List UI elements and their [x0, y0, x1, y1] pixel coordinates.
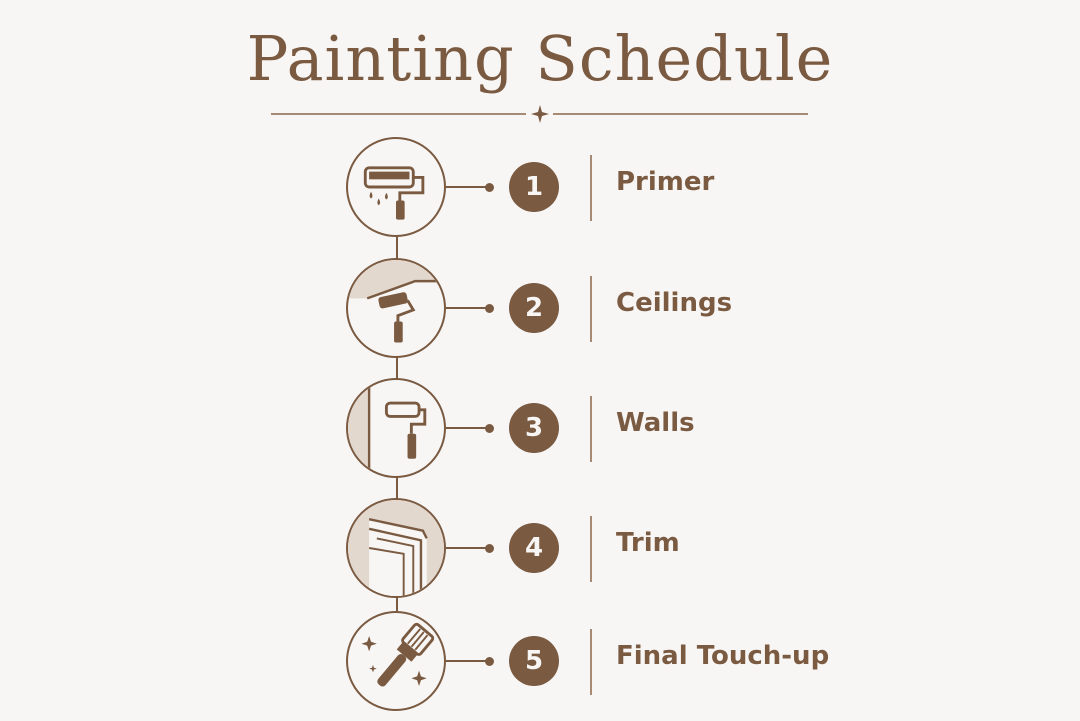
sparkle-icon — [531, 105, 549, 123]
ceiling-roller-icon — [346, 258, 446, 358]
trim-molding-icon — [346, 498, 446, 598]
connector-dot — [485, 423, 494, 433]
wall-roller-icon — [346, 378, 446, 478]
step-number-badge: 4 — [509, 523, 559, 573]
connector-dot — [485, 656, 494, 666]
step-label: Final Touch-up — [616, 641, 830, 671]
step-divider — [590, 516, 592, 582]
step-walls: 3 Walls — [0, 378, 1080, 488]
connector-line — [446, 660, 488, 662]
step-label: Primer — [616, 167, 715, 197]
connector-line — [446, 427, 488, 429]
step-divider — [590, 396, 592, 462]
connector-line — [446, 547, 488, 549]
connector-dot — [485, 303, 494, 313]
step-number-badge: 2 — [509, 283, 559, 333]
step-ceilings: 2 Ceilings — [0, 258, 1080, 368]
step-number-badge: 5 — [509, 636, 559, 686]
step-label: Trim — [616, 528, 680, 558]
step-divider — [590, 276, 592, 342]
step-divider — [590, 629, 592, 695]
step-label: Ceilings — [616, 288, 733, 318]
connector-dot — [485, 182, 494, 192]
connector-line — [446, 186, 488, 188]
step-number-badge: 3 — [509, 403, 559, 453]
step-divider — [590, 155, 592, 221]
step-label: Walls — [616, 408, 695, 438]
page-title: Painting Schedule — [246, 22, 834, 95]
connector-line — [446, 307, 488, 309]
step-primer: 1 Primer — [0, 137, 1080, 247]
title-rule-right — [553, 113, 808, 115]
connector-dot — [485, 543, 494, 553]
step-final-touch-up: 5 Final Touch-up — [0, 611, 1080, 721]
title-rule-left — [271, 113, 526, 115]
paintbrush-sparkle-icon — [346, 611, 446, 711]
step-number-badge: 1 — [509, 162, 559, 212]
step-trim: 4 Trim — [0, 498, 1080, 608]
paint-roller-drip-icon — [346, 137, 446, 237]
